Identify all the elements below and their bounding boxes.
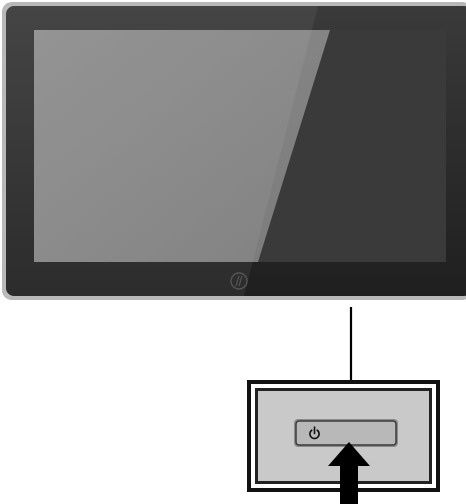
power-button[interactable] bbox=[294, 419, 398, 447]
screen-reflection bbox=[34, 30, 330, 262]
power-icon bbox=[309, 426, 320, 440]
arrow-up-icon bbox=[328, 442, 370, 504]
hp-logo bbox=[230, 272, 248, 290]
bezel-gloss bbox=[6, 6, 318, 296]
monitor bbox=[2, 2, 466, 300]
